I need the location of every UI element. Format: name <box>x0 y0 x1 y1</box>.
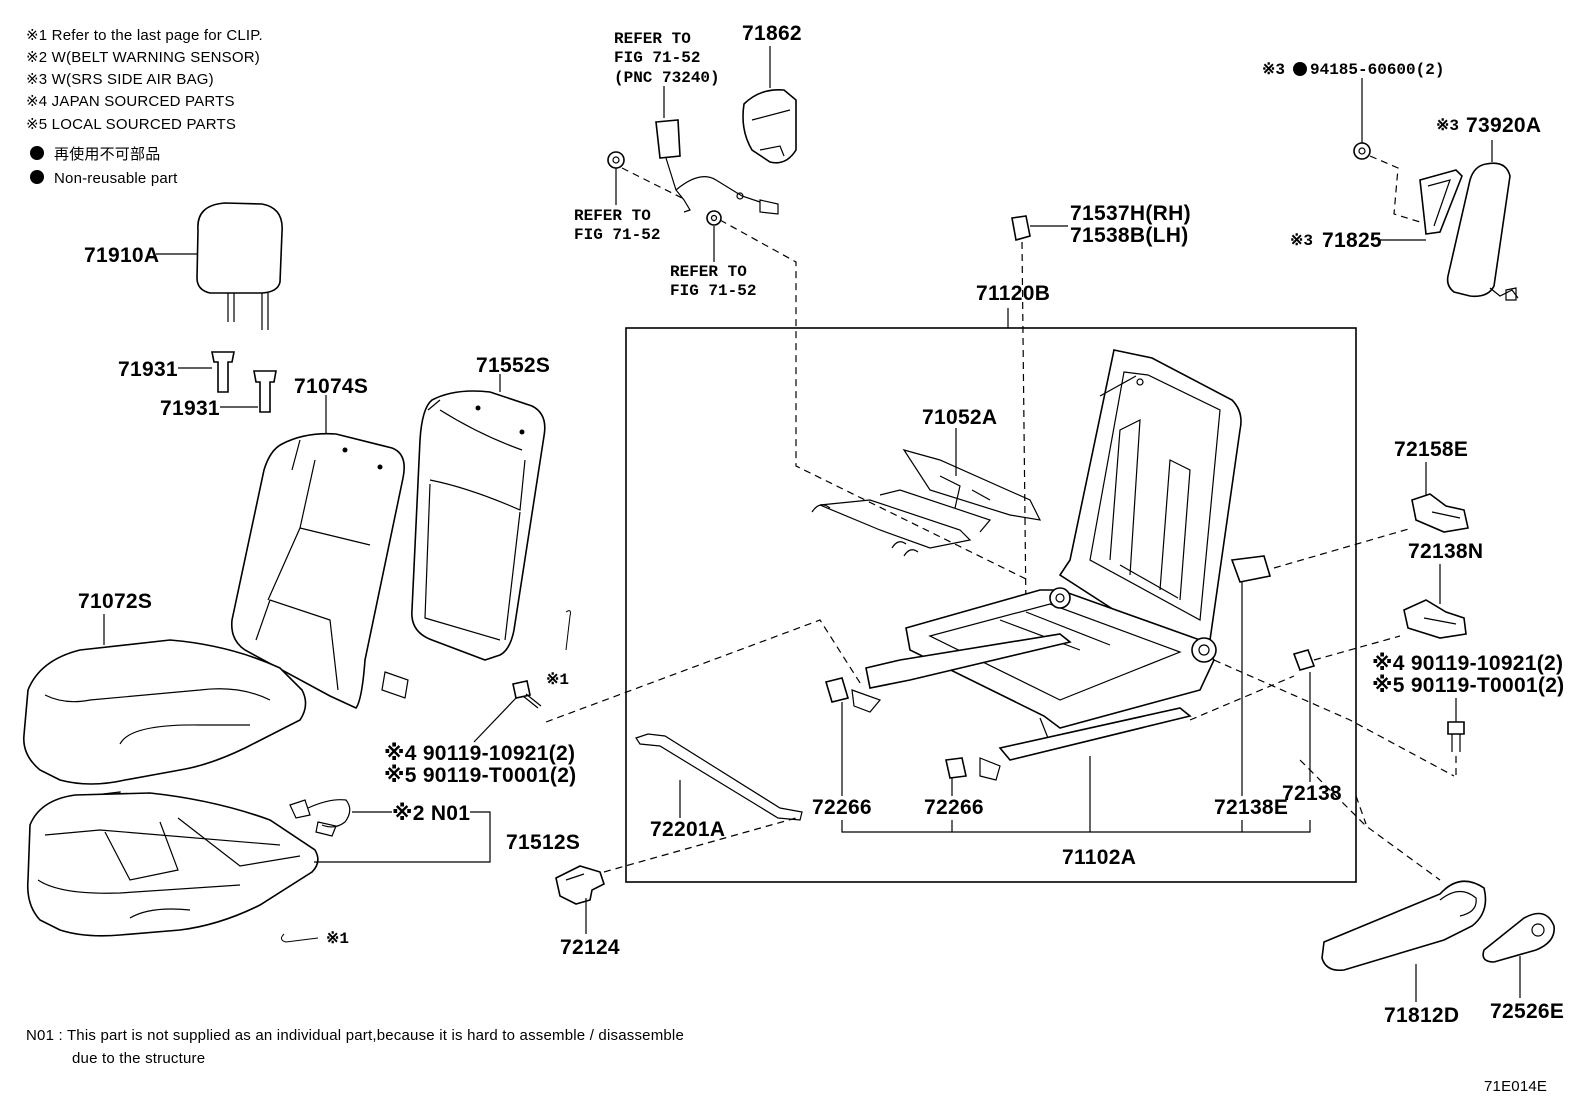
nut-ref-mark: ※3 <box>1262 61 1285 79</box>
part-label-71052A: 71052A <box>922 406 997 429</box>
part-label-72526E: 72526E <box>1490 1000 1564 1023</box>
seat-back-pad-drawing <box>230 432 405 709</box>
part-label-71931-lower: 71931 <box>160 397 220 420</box>
ref-low-line2: FIG 71-52 <box>670 282 756 300</box>
part-label-71825: 71825 <box>1322 229 1382 252</box>
nut-non-reusable-icon <box>1353 142 1371 160</box>
legend-nonreusable-jp: 再使用不可部品 <box>54 146 160 163</box>
part-label-72138E: 72138E <box>1214 796 1288 819</box>
ref-mid-line2: FIG 71-52 <box>574 226 660 244</box>
legend: ※1 Refer to the last page for CLIP. ※2 W… <box>26 27 263 187</box>
bolt2-drawing <box>1447 721 1465 752</box>
ref-top-line2: FIG 71-52 <box>614 49 700 67</box>
part-label-71537H: 71537H(RH) <box>1070 202 1191 225</box>
part-label-72158E: 72158E <box>1394 438 1468 461</box>
seat-spring-mat-drawing <box>811 448 1042 557</box>
headrest-drawing <box>196 202 283 330</box>
clip-71537-drawing <box>1011 215 1031 242</box>
seat-cushion-pad-drawing <box>23 639 307 805</box>
nut-icon <box>607 151 625 169</box>
non-reusable-dot-icon <box>1293 62 1307 76</box>
part-label-72266-left: 72266 <box>812 796 872 819</box>
bolt-drawing <box>512 680 542 709</box>
clip-72266-left-drawing <box>824 677 850 703</box>
seat-cushion-cover-drawing <box>26 792 319 937</box>
part-label-94185-60600: 94185-60600(2) <box>1310 61 1444 79</box>
part-label-71862: 71862 <box>742 22 802 45</box>
legend-nonreusable-en: Non-reusable part <box>54 170 178 187</box>
ref-mid-line1: REFER TO <box>574 207 651 225</box>
part-label-72138N: 72138N <box>1408 540 1483 563</box>
connector-72138-drawing <box>1292 649 1316 671</box>
airbag-bracket-71825-drawing <box>1419 169 1463 235</box>
legend-note-4: ※4 JAPAN SOURCED PARTS <box>26 93 235 110</box>
headrest-support-drawing <box>211 351 277 413</box>
part-label-bolt-local: ※5 90119-T0001(2) <box>384 764 576 787</box>
part-label-71074S: 71074S <box>294 375 368 398</box>
connector-72138E-drawing <box>1230 555 1272 583</box>
legend-note-5: ※5 LOCAL SOURCED PARTS <box>26 116 236 133</box>
part-label-71931-upper: 71931 <box>118 358 178 381</box>
part-label-72124: 72124 <box>560 936 620 959</box>
non-reusable-dot-icon <box>30 170 44 184</box>
part-label-72138: 72138 <box>1282 782 1342 805</box>
part-label-71910A: 71910A <box>84 244 159 267</box>
cover-72158E-drawing <box>1411 493 1469 533</box>
non-reusable-dot-icon <box>30 146 44 160</box>
grommet-icon <box>706 210 722 226</box>
part-ref-mark-71825: ※3 <box>1290 232 1313 250</box>
side-shield-71812D-drawing <box>1321 880 1487 972</box>
ref-top-line1: REFER TO <box>614 30 691 48</box>
seat-cushion-frame-drawing <box>905 587 1217 739</box>
part-label-73920A: 73920A <box>1466 114 1541 137</box>
part-label-bolt-japan: ※4 90119-10921(2) <box>384 742 575 765</box>
part-label-71102A: 71102A <box>1062 846 1136 869</box>
part-ref-mark-73920A: ※3 <box>1436 117 1459 135</box>
clip-drawing <box>565 610 571 651</box>
seat-track-rails-drawing <box>851 633 1192 781</box>
part-label-71120B: 71120B <box>976 282 1050 305</box>
bracket-72124-drawing <box>555 865 605 905</box>
part-label-bolt2-local: ※5 90119-T0001(2) <box>1372 674 1564 697</box>
ref-top-line3: (PNC 73240) <box>614 69 720 87</box>
seat-back-frame-drawing <box>1058 349 1242 662</box>
legend-note-1: ※1 Refer to the last page for CLIP. <box>26 27 263 44</box>
recliner-knob-72526E-drawing <box>1482 912 1555 963</box>
part-label-71552S: 71552S <box>476 354 550 377</box>
seat-belt-buckle-drawing <box>655 119 779 215</box>
seat-back-cover-drawing <box>381 390 546 699</box>
cover-72138N-drawing <box>1403 599 1467 639</box>
legend-note-3: ※3 W(SRS SIDE AIR BAG) <box>26 71 214 88</box>
clip-72266-right-drawing <box>945 757 967 779</box>
part-label-72201A: 72201A <box>650 818 725 841</box>
side-airbag-73920A-drawing <box>1446 162 1519 301</box>
figure-id: 71E014E <box>1484 1078 1547 1095</box>
clip-ref-mark: ※1 <box>326 930 349 948</box>
part-label-71512S: 71512S <box>506 831 580 854</box>
part-label-71812D: 71812D <box>1384 1004 1459 1027</box>
ref-low-line1: REFER TO <box>670 263 747 281</box>
seat-frame-assembly-box <box>625 327 1357 883</box>
footnote-line1: N01 : This part is not supplied as an in… <box>26 1027 684 1044</box>
footnote-line2: due to the structure <box>72 1050 205 1067</box>
clip-ref-mark: ※1 <box>546 671 569 689</box>
wire-72201A-drawing <box>635 733 803 821</box>
part-label-71072S: 71072S <box>78 590 152 613</box>
part-label-N01: ※2 N01 <box>392 802 470 825</box>
belt-cover-71862-drawing <box>742 88 797 164</box>
clip-drawing <box>280 933 319 943</box>
legend-note-2: ※2 W(BELT WARNING SENSOR) <box>26 49 260 66</box>
part-label-bolt2-japan: ※4 90119-10921(2) <box>1372 652 1563 675</box>
belt-warning-sensor-drawing <box>289 799 351 837</box>
part-label-72266-right: 72266 <box>924 796 984 819</box>
part-label-71538B: 71538B(LH) <box>1070 224 1189 247</box>
